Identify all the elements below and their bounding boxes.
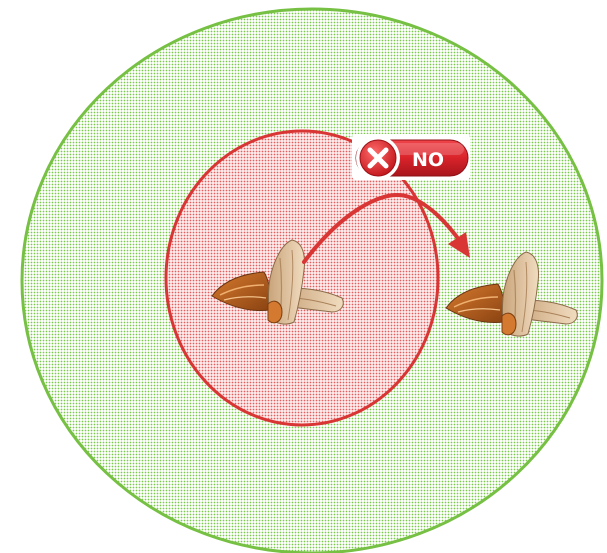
no-badge-label: NO	[412, 149, 444, 171]
x-icon	[356, 136, 400, 180]
no-badge: NO	[352, 134, 470, 180]
